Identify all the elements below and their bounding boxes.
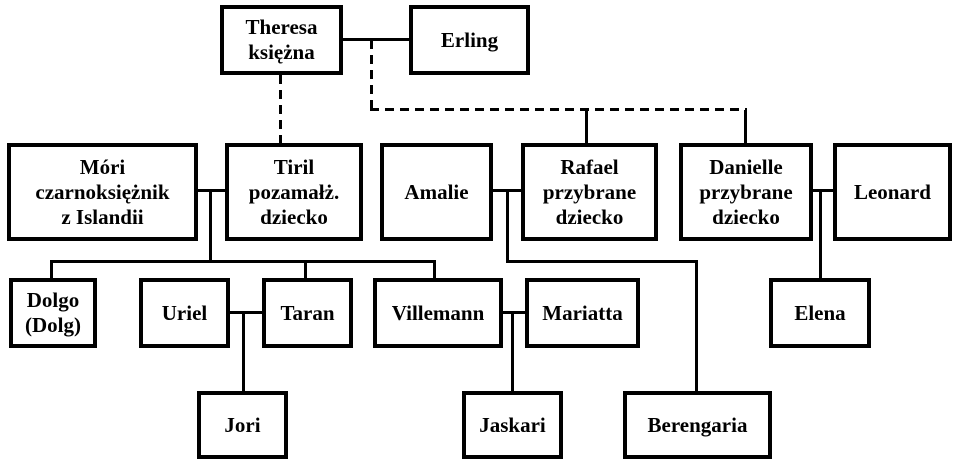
person-elena[interactable]: Elena	[769, 278, 871, 348]
edge-children-rail-amalie-rafael	[506, 260, 698, 263]
edge-drop-berengaria	[695, 260, 698, 391]
person-leonard[interactable]: Leonard	[833, 143, 952, 241]
edge-marriage-danielle-leonard	[813, 189, 833, 192]
edge-adoption-drop-danielle	[744, 110, 747, 143]
person-name-line: Elena	[794, 300, 846, 325]
person-name-line: dziecko	[260, 204, 328, 229]
edge-drop-dolgo	[50, 260, 53, 278]
edge-drop-jori	[242, 311, 245, 391]
person-name-line: przybrane	[542, 179, 637, 204]
person-name-line: z Islandii	[61, 204, 144, 229]
edge-drop-jaskari	[511, 311, 514, 391]
person-jaskari[interactable]: Jaskari	[462, 391, 563, 459]
edge-adoption-rail	[370, 108, 747, 111]
person-name-line: Leonard	[853, 179, 931, 204]
person-name-line: czarnoksiężnik	[35, 179, 170, 204]
edge-adoption-drop-rafael	[585, 110, 588, 143]
person-name-line: dziecko	[555, 204, 624, 229]
person-villemann[interactable]: Villemann	[373, 278, 503, 348]
person-name-line: Jori	[224, 412, 261, 437]
edge-marriage-villemann-mariatta	[503, 311, 525, 314]
edge-adoption-feeder	[370, 40, 373, 110]
person-name-line: Danielle	[709, 154, 783, 179]
person-name-line: (Dolg)	[25, 313, 81, 337]
person-name-line: Tiril	[273, 154, 315, 179]
person-name-line: pozamałż.	[248, 179, 340, 204]
person-name-line: Móri	[79, 154, 126, 179]
edge-drop-elena	[819, 189, 822, 278]
person-taran[interactable]: Taran	[262, 278, 353, 348]
edge-nonmarital-theresa-tiril	[279, 75, 282, 143]
person-name-line: Erling	[440, 27, 499, 52]
edge-marriage-theresa-erling	[343, 38, 409, 41]
edge-children-feeder-mori-tiril	[209, 189, 212, 263]
person-name-line: księżna	[248, 40, 315, 64]
person-mariatta[interactable]: Mariatta	[525, 278, 640, 348]
person-jori[interactable]: Jori	[197, 391, 288, 459]
edge-children-feeder-amalie-rafael	[506, 189, 509, 263]
person-name-line: dziecko	[712, 204, 780, 229]
person-name-line: Amalie	[404, 179, 469, 204]
person-dolgo[interactable]: Dolgo(Dolg)	[9, 278, 97, 348]
person-name-line: Taran	[280, 300, 335, 325]
person-erling[interactable]: Erling	[409, 5, 530, 75]
person-name-line: Uriel	[161, 300, 208, 325]
person-name-line: Mariatta	[542, 300, 623, 325]
edge-marriage-uriel-taran	[230, 311, 262, 314]
person-name-line: przybrane	[699, 179, 793, 204]
edge-children-rail-mori-tiril	[50, 260, 436, 263]
person-berengaria[interactable]: Berengaria	[623, 391, 772, 459]
edge-drop-taran	[304, 260, 307, 278]
person-uriel[interactable]: Uriel	[139, 278, 230, 348]
person-name-line: Jaskari	[479, 412, 546, 437]
person-name-line: Villemann	[391, 300, 485, 325]
person-name-line: Berengaria	[647, 412, 748, 437]
person-name-line: Dolgo	[26, 288, 80, 312]
person-amalie[interactable]: Amalie	[380, 143, 493, 241]
person-name-line: Rafael	[560, 154, 619, 179]
person-name-line: Theresa	[245, 15, 318, 39]
edge-drop-villemann	[433, 260, 436, 278]
